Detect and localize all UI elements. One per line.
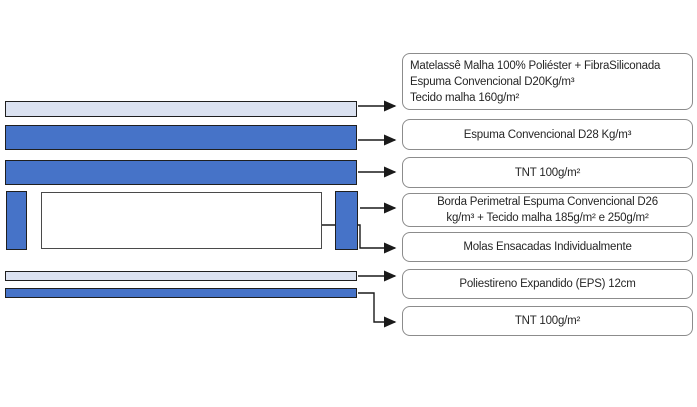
callout-springs: Molas Ensacadas Individualmente	[402, 232, 693, 262]
tnt-upper-layer	[5, 160, 357, 185]
arrow-springs	[321, 224, 397, 254]
callout-text: TNT 100g/m²	[514, 315, 581, 327]
perimeter-border-left-block	[6, 191, 27, 250]
callout-text: Borda Perimetral Espuma Convencional D26	[437, 196, 658, 208]
tnt-lower-layer	[5, 288, 357, 298]
callout-text: kg/m³ + Tecido malha 185g/m² e 250g/m²	[446, 212, 649, 224]
perimeter-border-right-block	[335, 191, 358, 250]
callout-text: Poliestireno Expandido (EPS) 12cm	[459, 278, 636, 290]
callout-text: Espuma Convencional D20Kg/m³	[410, 75, 575, 88]
callout-tnt-lower: TNT 100g/m²	[402, 306, 693, 336]
callout-text: Molas Ensacadas Individualmente	[463, 241, 632, 253]
eps-layer	[5, 271, 357, 281]
foam-d28-layer	[5, 125, 357, 150]
arrow-tnt-lower	[358, 292, 397, 328]
matelasse-top-layer	[5, 101, 357, 117]
callout-text: TNT 100g/m²	[514, 166, 581, 179]
callout-text: Tecido malha 160g/m²	[410, 91, 520, 104]
callout-perimeter-border: Borda Perimetral Espuma Convencional D26…	[402, 193, 693, 227]
pocket-springs-core	[41, 192, 322, 249]
callout-foam-d28: Espuma Convencional D28 Kg/m³	[402, 119, 693, 150]
callout-matelasse: Matelassê Malha 100% Poliéster + FibraSi…	[402, 53, 693, 110]
callout-text: Espuma Convencional D28 Kg/m³	[463, 128, 632, 141]
callout-text: Matelassê Malha 100% Poliéster + FibraSi…	[410, 59, 661, 72]
callout-tnt-upper: TNT 100g/m²	[402, 157, 693, 188]
callout-eps: Poliestireno Expandido (EPS) 12cm	[402, 269, 693, 299]
